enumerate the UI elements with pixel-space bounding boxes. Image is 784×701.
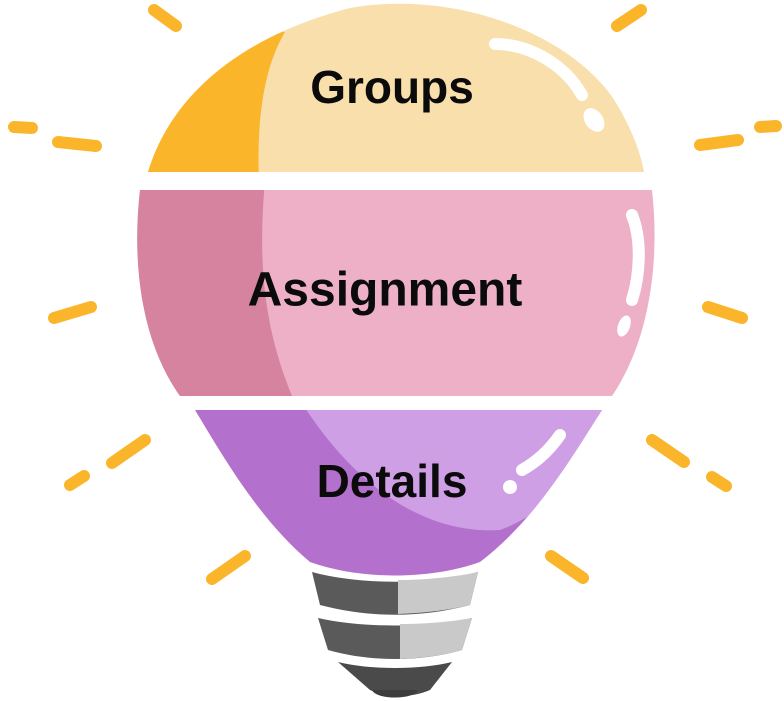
highlight-top xyxy=(489,38,588,101)
ray-left-2 xyxy=(48,301,97,324)
highlight-bottom xyxy=(516,429,566,476)
base-ring-2-light xyxy=(400,618,472,659)
section-assignment xyxy=(137,190,655,396)
ray-right-2 xyxy=(702,301,748,324)
label-groups: Groups xyxy=(310,61,474,113)
ray-right-4 xyxy=(545,550,589,584)
ray-top-right xyxy=(611,4,647,32)
highlight-top-dot xyxy=(583,108,605,132)
ray-top-left xyxy=(148,4,182,32)
ray-left-1a xyxy=(8,121,38,134)
ray-left-4 xyxy=(206,550,251,585)
base-ring-1-light xyxy=(398,572,478,614)
ray-right-1a xyxy=(694,134,744,151)
ray-left-1b xyxy=(52,136,102,152)
base-nub xyxy=(372,690,418,698)
light-rays xyxy=(8,4,782,585)
highlight-bottom-dot xyxy=(503,480,517,494)
base-tip xyxy=(338,662,452,696)
ray-left-3b xyxy=(64,470,90,491)
ray-right-3b xyxy=(706,471,732,492)
label-assignment: Assignment xyxy=(248,264,523,317)
highlight-middle xyxy=(626,209,645,306)
ray-right-3a xyxy=(646,434,690,468)
bulb-base xyxy=(312,572,478,698)
highlight-middle-dot xyxy=(617,315,631,337)
ray-right-1b xyxy=(754,120,782,133)
label-details: Details xyxy=(317,455,468,507)
ray-left-3a xyxy=(106,434,151,469)
